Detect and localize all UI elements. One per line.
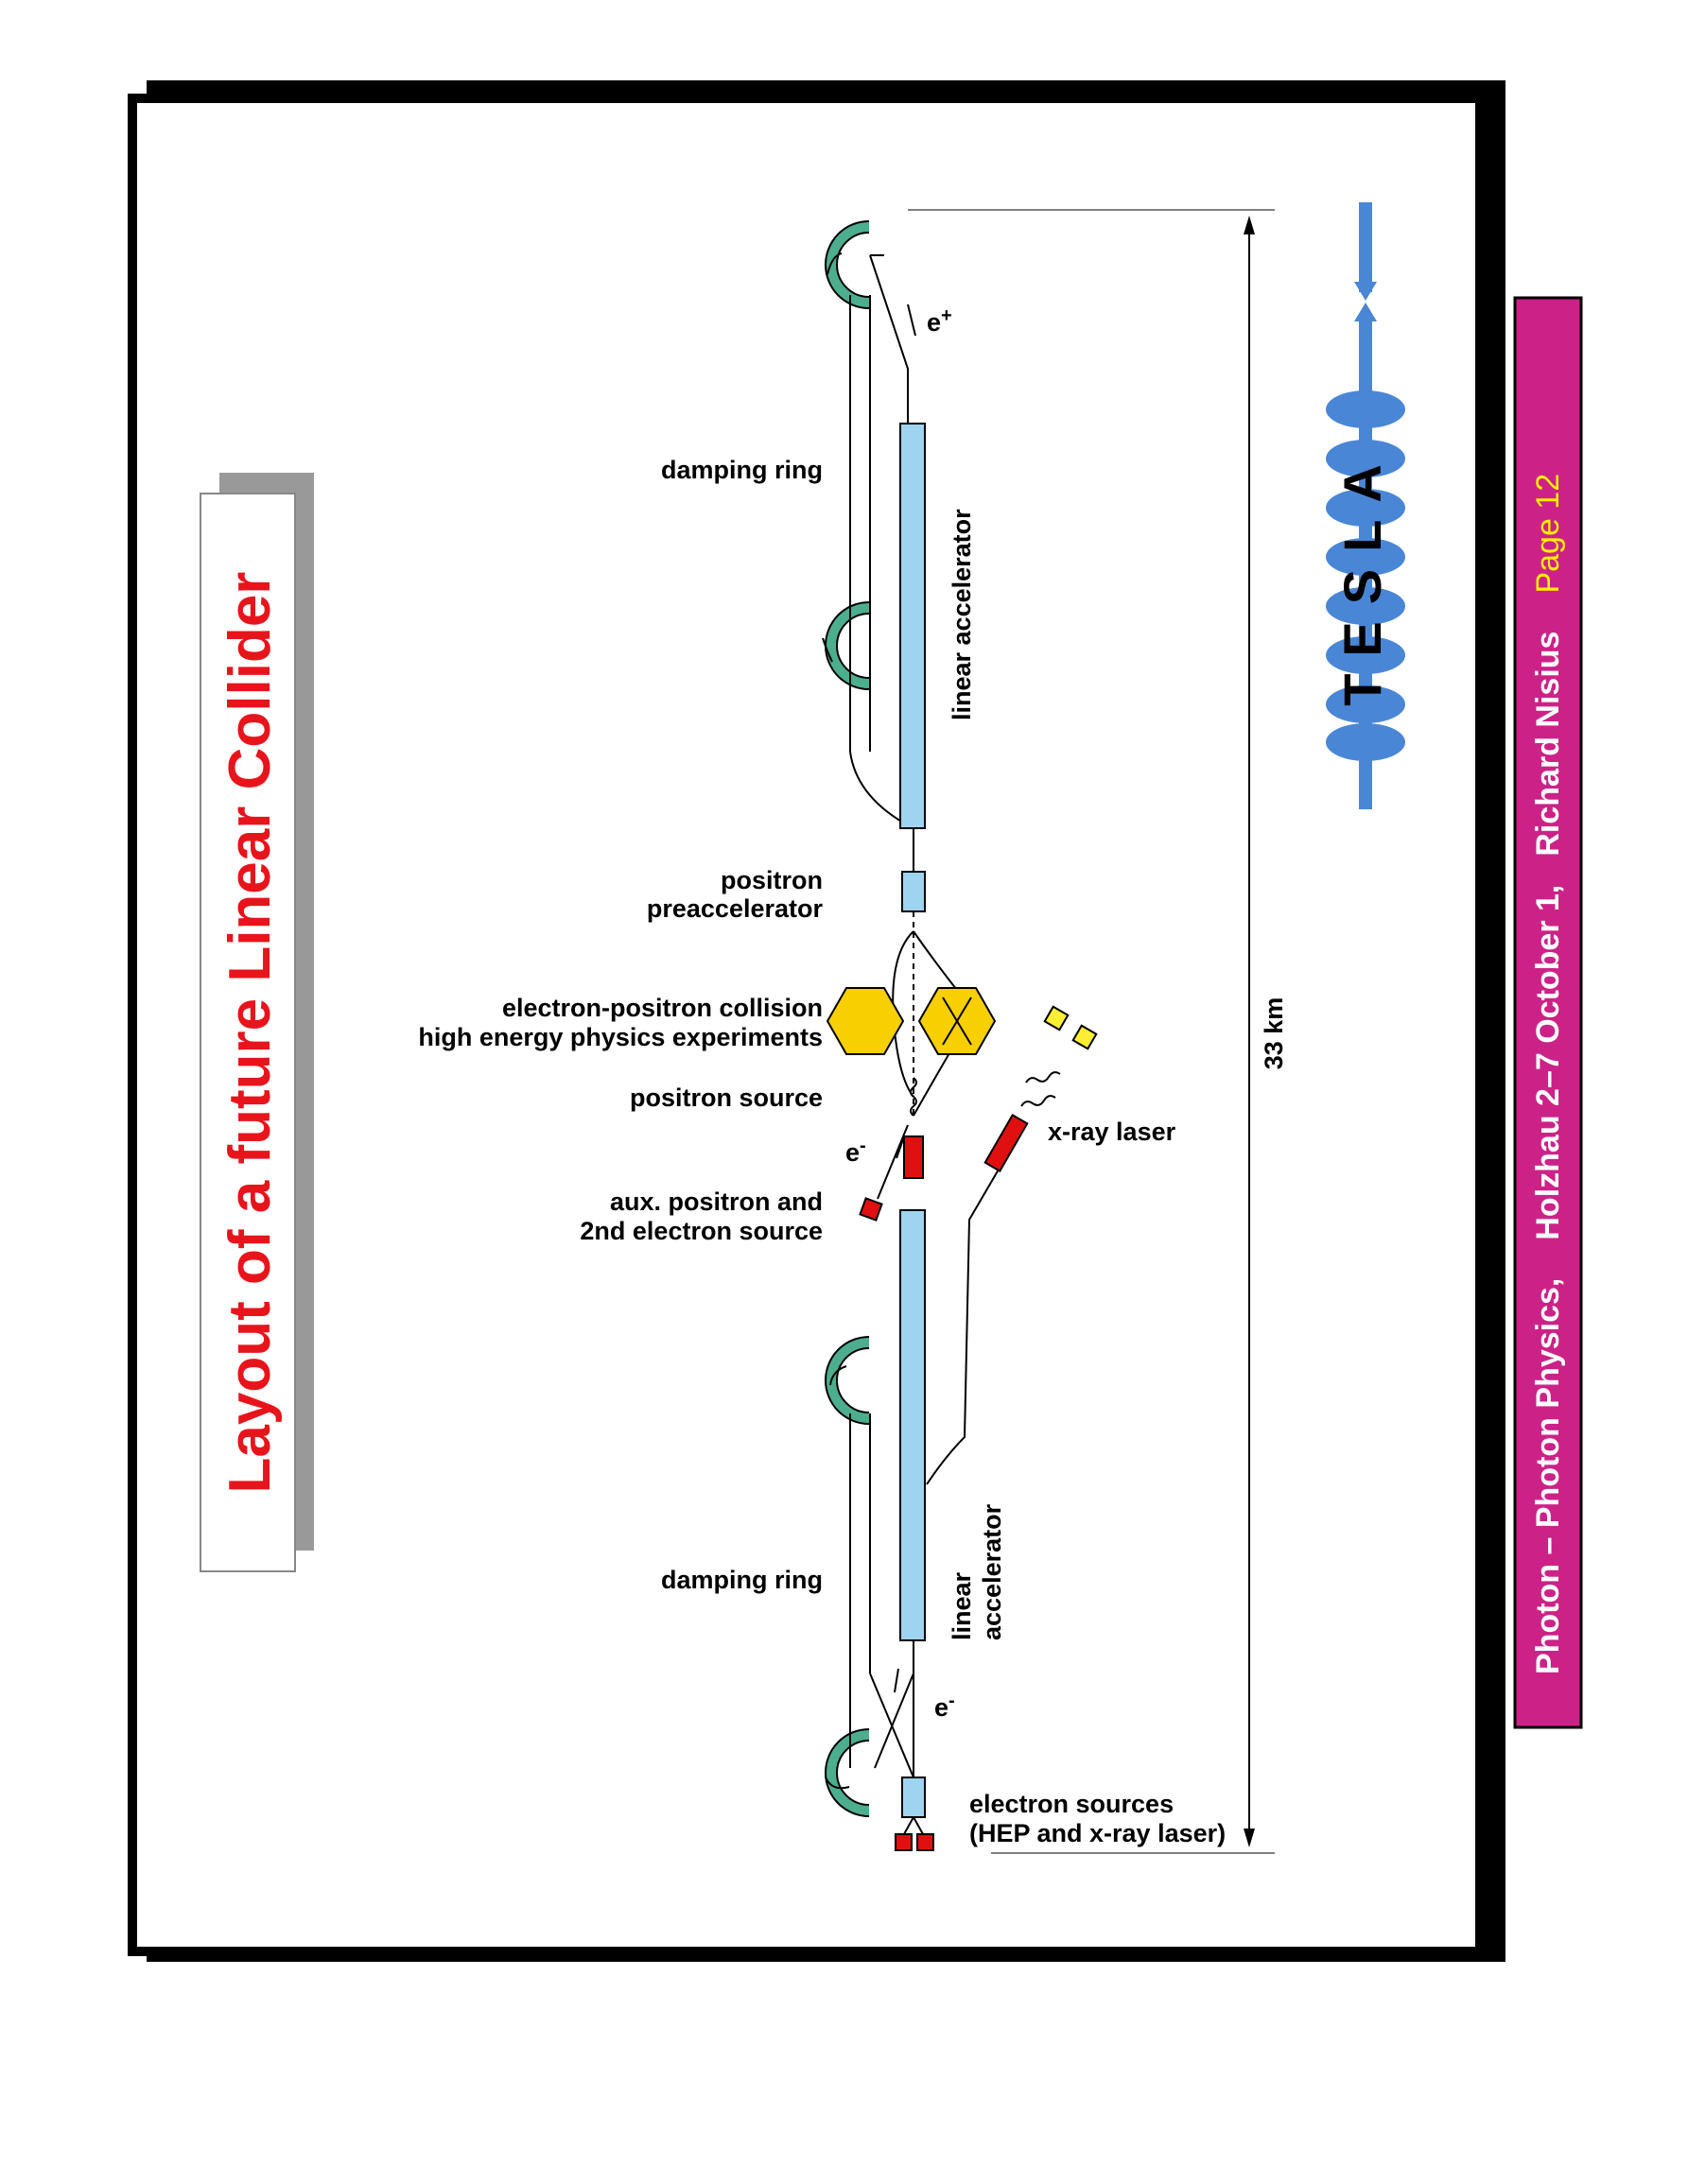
damping-ring-bottom: [825, 1336, 914, 1817]
damping-ring-top: [822, 220, 909, 823]
label-sources-2: (HEP and x-ray laser): [969, 1819, 1226, 1847]
label-xray-laser: x-ray laser: [1048, 1118, 1176, 1146]
positron-beam-arrow: [907, 303, 916, 337]
logo-cells: [1326, 390, 1405, 761]
logo-beam-top: [1359, 202, 1372, 292]
label-aux-1: aux. positron and: [610, 1187, 823, 1216]
footer-author: Richard Nisius: [1530, 632, 1566, 857]
label-linear-2: accelerator: [978, 1503, 1006, 1640]
footer-conference: Photon – Photon Physics,: [1530, 1278, 1566, 1674]
label-linear-accelerator-top: linear accelerator: [948, 509, 976, 720]
logo-arrow-down: [1354, 282, 1377, 301]
label-damping-ring-bottom: damping ring: [661, 1566, 823, 1594]
label-linear-1: linear: [948, 1571, 976, 1640]
label-positron-beam: e+: [927, 305, 952, 337]
dimension-arrow-bottom: [1244, 1829, 1255, 1847]
label-electron-beam-1: e-: [845, 1135, 866, 1167]
aux-source: [859, 1197, 883, 1222]
xray-target-2: [1071, 1024, 1098, 1050]
linear-accelerator-bottom: [899, 1209, 926, 1641]
logo-text: TESLA: [1332, 447, 1392, 706]
page-title: Layout of a future Linear Collider: [218, 572, 283, 1494]
footer-panel: [1513, 296, 1583, 1729]
source-link-a: [903, 1816, 914, 1835]
footer-bar: Photon – Photon Physics, Holzhau 2–7 Octo…: [1513, 296, 1583, 1729]
dimension-arrow-top: [1244, 216, 1255, 234]
xray-beamline: [926, 1162, 1003, 1485]
label-collision-2: high energy physics experiments: [418, 1023, 823, 1051]
label-positron-source: positron source: [630, 1083, 823, 1112]
label-collision-1: electron-positron collision: [502, 994, 823, 1022]
aux-beam-arrow: [896, 1138, 904, 1159]
linear-accelerator-top: [899, 423, 926, 829]
length-label: 33 km: [1260, 997, 1288, 1070]
source-link-b: [913, 1816, 924, 1835]
hexagon-cross-b: [942, 997, 972, 1046]
positron-source-target: [903, 1135, 924, 1179]
slide-frame: [128, 94, 1485, 1956]
electron-preaccelerator: [901, 1777, 926, 1818]
title-box: Layout of a future Linear Collider: [200, 473, 314, 1572]
label-sources-1: electron sources: [969, 1790, 1174, 1818]
label-aux-2: 2nd electron source: [580, 1217, 823, 1245]
label-electron-beam-2: e-: [934, 1690, 955, 1722]
aux-beam-line: [877, 1124, 909, 1200]
xray-laser-body: [983, 1114, 1029, 1172]
footer-page: Page 12: [1530, 474, 1566, 594]
positron-preaccelerator: [901, 871, 926, 912]
electron-source-1: [895, 1833, 913, 1851]
tesla-logo: TESLA: [1326, 202, 1405, 809]
xray-undulator-1: [1020, 1095, 1056, 1107]
electron-source-2: [916, 1833, 934, 1851]
positron-source-undulator: [910, 1077, 917, 1117]
detector-hexagon-1: [826, 987, 905, 1055]
label-positron-2: preaccelerator: [647, 894, 824, 923]
label-damping-ring-top: damping ring: [661, 456, 823, 484]
xray-undulator-2: [1025, 1071, 1061, 1083]
footer-text: Photon – Photon Physics, Holzhau 2–7 Octo…: [1530, 474, 1566, 1674]
logo-arrow-up: [1354, 303, 1377, 321]
xray-target-1: [1043, 1005, 1070, 1031]
footer-location: Holzhau 2–7 October 1,: [1530, 885, 1566, 1240]
title-panel: [200, 493, 296, 1572]
label-positron-1: positron: [721, 866, 823, 894]
